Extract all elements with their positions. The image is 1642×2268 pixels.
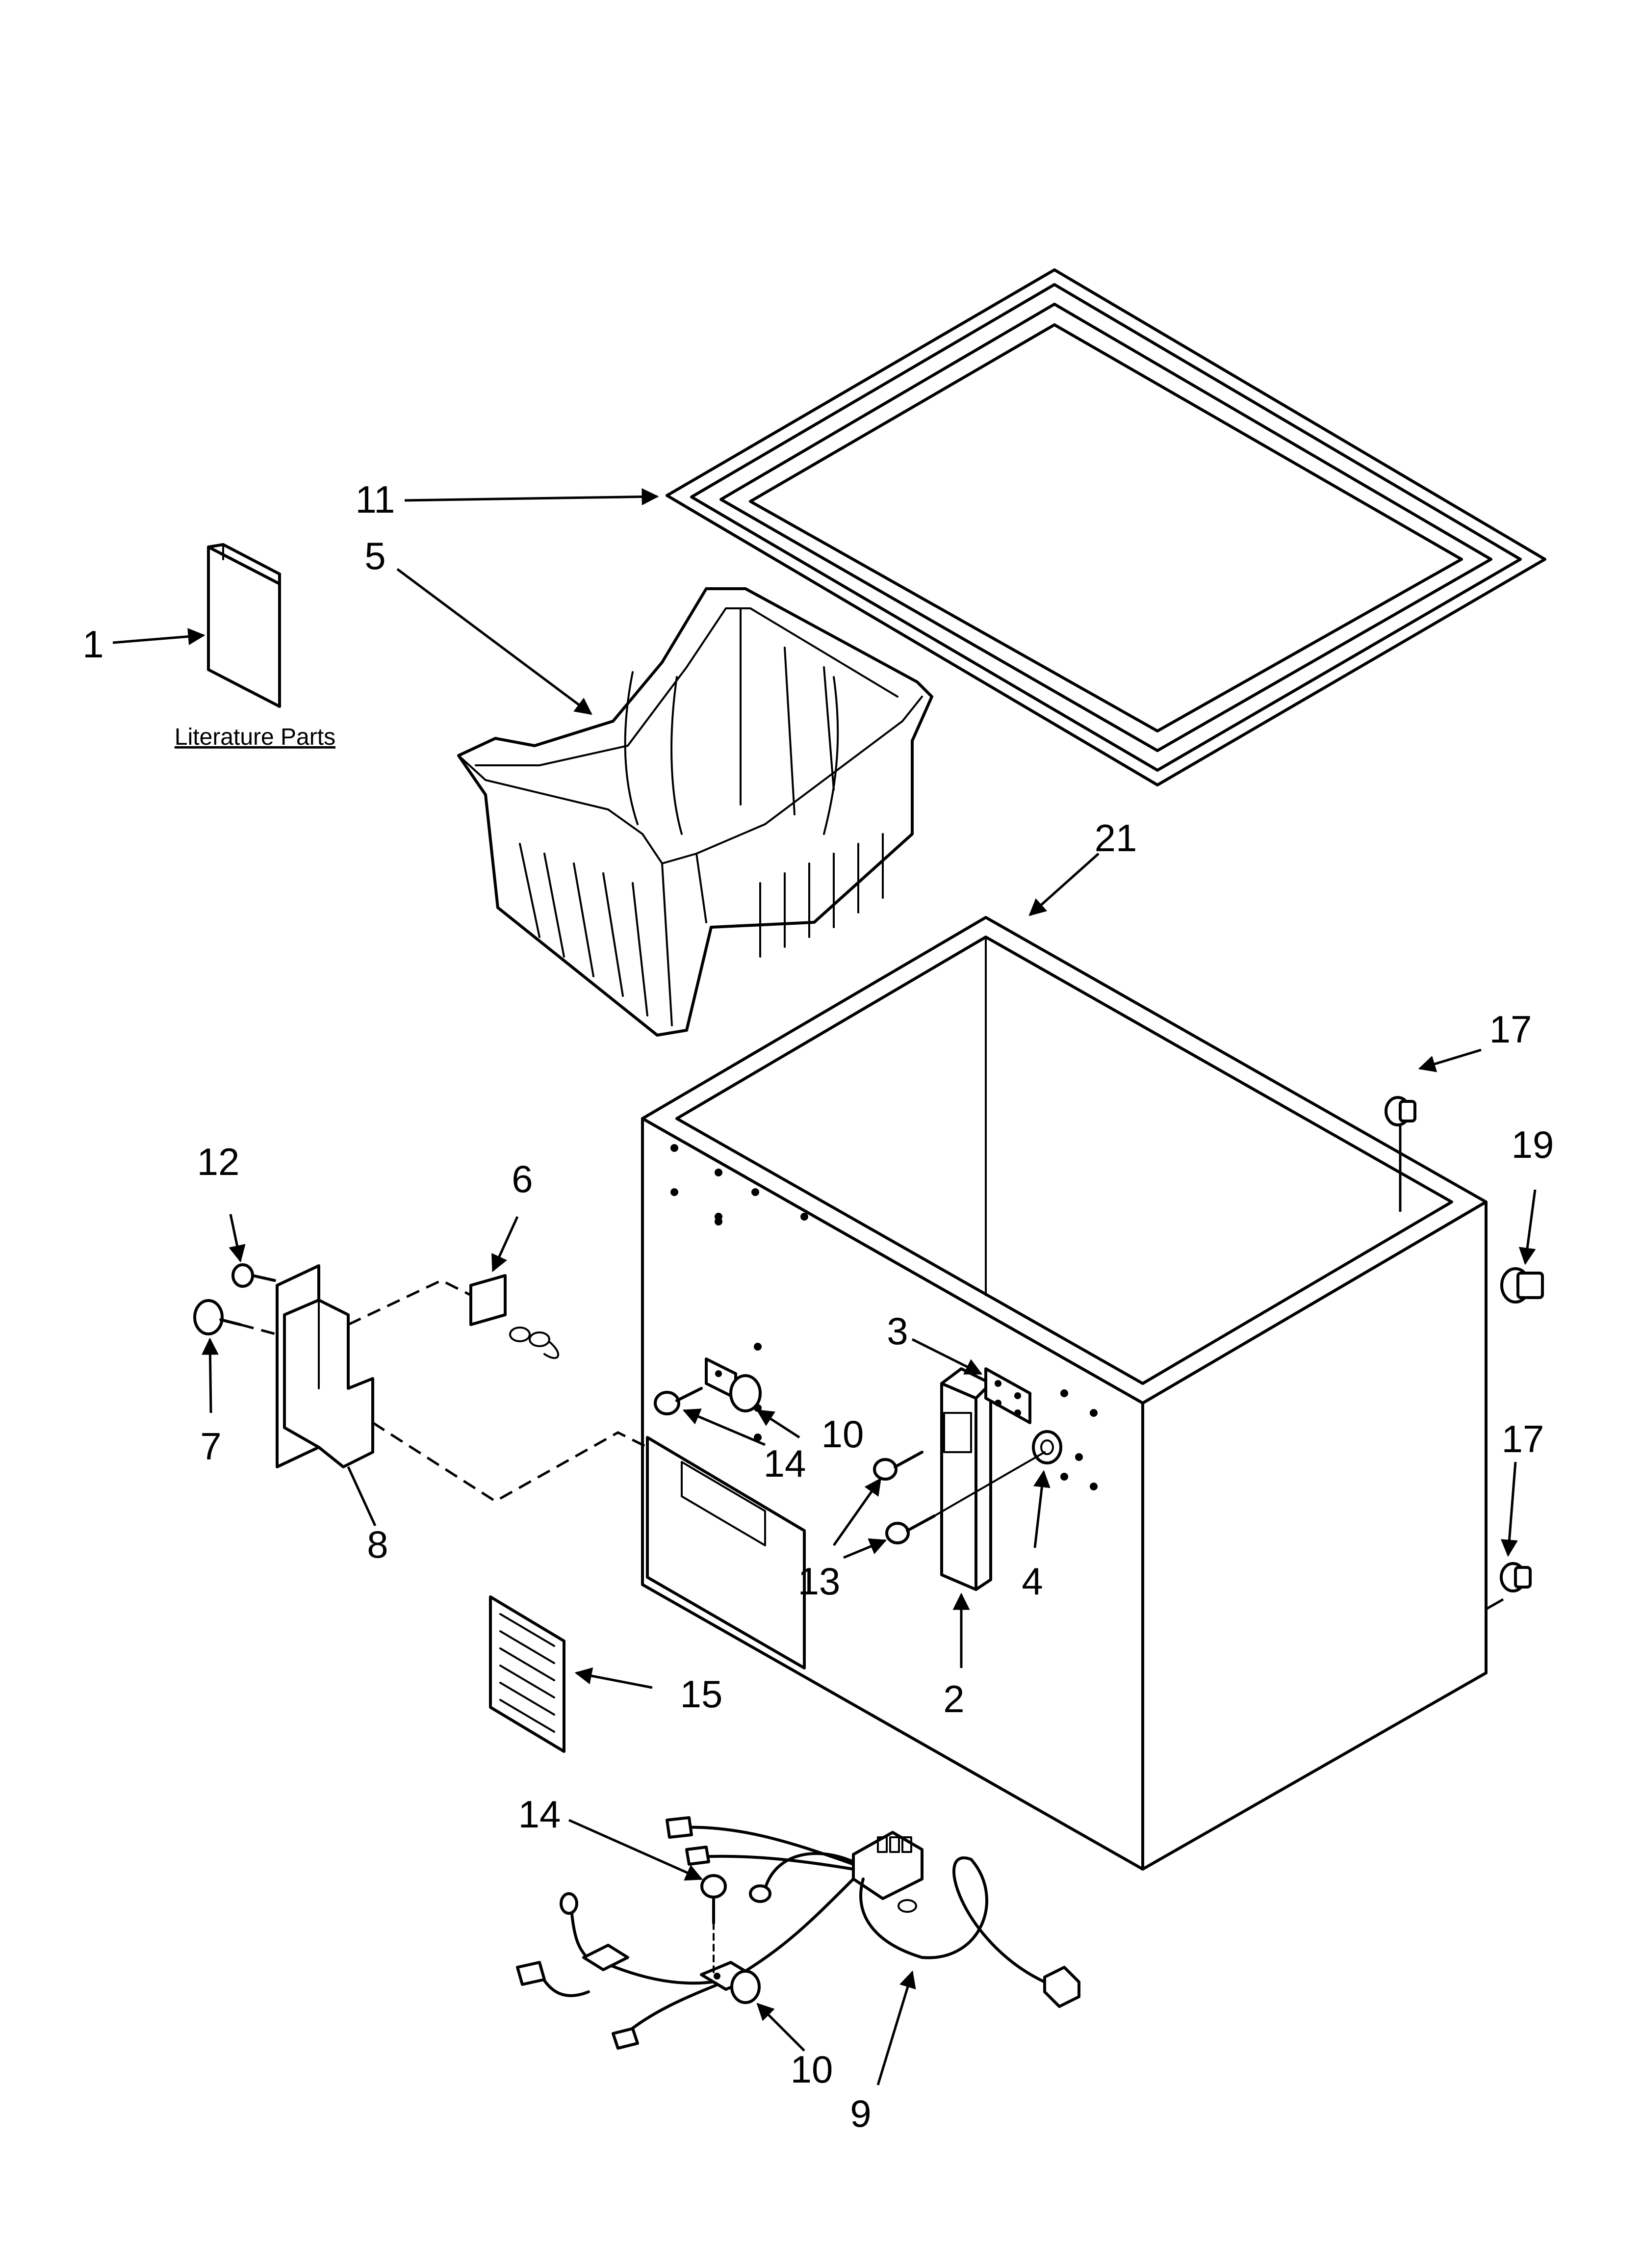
callout-7: 7: [200, 1425, 221, 1468]
knob: [193, 1299, 242, 1335]
literature-booklet: [207, 543, 281, 708]
cover-screw: [231, 1263, 276, 1288]
callout-5: 5: [364, 534, 385, 577]
callout-6: 6: [512, 1157, 533, 1200]
lid-gasket-frame: [666, 268, 1546, 786]
callout-17-lower: 17: [1502, 1417, 1544, 1460]
plug-lower: [1500, 1562, 1532, 1592]
screw-lower: [700, 1874, 727, 1973]
nut: [1032, 1430, 1062, 1464]
callout-14-lower: 14: [518, 1793, 561, 1836]
dashed-line-cabinet: [372, 1421, 648, 1503]
cabinet: [641, 916, 1488, 1871]
leader-lines: [112, 488, 1537, 2086]
callout-13: 13: [798, 1560, 841, 1603]
callout-21: 21: [1095, 816, 1137, 860]
literature-parts-caption: Literature Parts: [175, 724, 335, 750]
callout-1: 1: [82, 623, 103, 666]
callout-12: 12: [197, 1140, 240, 1183]
callout-3: 3: [887, 1309, 908, 1353]
thermostat: [469, 1274, 560, 1359]
callout-8: 8: [367, 1523, 388, 1566]
callout-2: 2: [943, 1677, 964, 1721]
hinge-plate: [984, 1367, 1031, 1424]
plug-upper: [1385, 1096, 1416, 1126]
callout-10-lower: 10: [791, 2048, 833, 2091]
callout-9: 9: [850, 2092, 871, 2135]
callout-11: 11: [356, 478, 395, 521]
dashed-line-thermostat: [347, 1279, 472, 1326]
hinge-bracket: [940, 1367, 992, 1591]
cable-clamp-upper: [705, 1343, 762, 1412]
callout-15: 15: [680, 1672, 723, 1716]
dashed-line-knob: [240, 1323, 278, 1336]
callout-17-upper: 17: [1489, 1008, 1532, 1051]
callout-10-upper: 10: [821, 1412, 864, 1456]
hinge-screws: [873, 1451, 1046, 1544]
vent-grille: [489, 1595, 565, 1753]
callout-14-upper: 14: [764, 1442, 806, 1485]
drain-fitting: [1500, 1267, 1544, 1303]
wiring-harness: [516, 1816, 1080, 2050]
control-cover: [276, 1264, 374, 1468]
cable-clamp-lower: [700, 1961, 761, 2004]
callout-4: 4: [1022, 1560, 1043, 1603]
screw-upper: [654, 1387, 703, 1415]
callout-labels: 1 2 3 4 5 6 7 8 9 10 10 11 12 13 14 14 1…: [82, 478, 1554, 2135]
storage-basket: [457, 587, 933, 1037]
callout-19: 19: [1512, 1123, 1554, 1166]
